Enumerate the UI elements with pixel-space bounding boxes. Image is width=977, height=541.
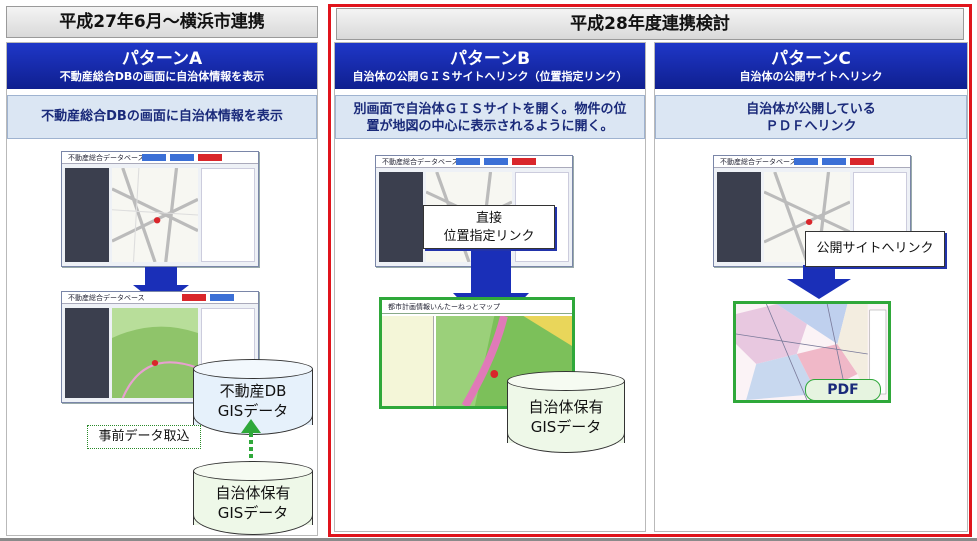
muni-gis-data-cylinder-b: 自治体保有 GISデータ bbox=[507, 371, 625, 453]
muni-gis-data-cylinder: 自治体保有 GISデータ bbox=[193, 461, 313, 535]
arrow-down-icon bbox=[133, 267, 189, 307]
db-cylinder-line1: 不動産DB bbox=[219, 382, 287, 400]
pattern-b-description: 別画面で自治体ＧＩＳサイトを開く。物件の位 置が地図の中心に表示されるように開く… bbox=[335, 95, 645, 139]
muni-cylinder-b-line2: GISデータ bbox=[530, 418, 602, 436]
bottom-rule bbox=[0, 538, 977, 541]
db-screen-c-title: 不動産総合データベース bbox=[720, 158, 797, 166]
public-site-arrow-icon bbox=[787, 265, 851, 299]
public-site-callout: 公開サイトへリンク bbox=[805, 231, 945, 267]
direct-link-callout-line2: 位置指定リンク bbox=[443, 229, 535, 244]
pattern-a-subtitle: 不動産総合DBの画面に自治体情報を表示 bbox=[59, 70, 265, 83]
muni-cylinder-b-line1: 自治体保有 bbox=[528, 398, 604, 416]
db-screen-b-title: 不動産総合データベース bbox=[382, 158, 459, 166]
pattern-b-description-line1: 別画面で自治体ＧＩＳサイトを開く。物件の位 bbox=[353, 102, 627, 117]
db-screen-title: 不動産総合データベース bbox=[68, 154, 145, 162]
muni-cylinder-line1: 自治体保有 bbox=[215, 484, 291, 502]
fy28-frame bbox=[328, 4, 972, 537]
pattern-c-subtitle: 自治体の公開サイトへリンク bbox=[739, 70, 883, 83]
db-screen-gis-title: 不動産総合データベース bbox=[68, 294, 145, 302]
pattern-b-header: パターンB 自治体の公開ＧＩＳサイトへリンク（位置指定リンク） bbox=[335, 43, 645, 89]
import-arrow-icon bbox=[241, 419, 261, 465]
pattern-a-title: パターンA bbox=[121, 49, 203, 69]
pattern-c-description: 自治体が公開している ＰＤＦへリンク bbox=[655, 95, 967, 139]
gis-site-title: 都市計画情報いんたーねっとマップ bbox=[388, 303, 500, 311]
left-banner: 平成27年6月～横浜市連携 bbox=[6, 6, 318, 38]
pattern-a-header: パターンA 不動産総合DBの画面に自治体情報を表示 bbox=[7, 43, 317, 89]
pattern-a-description: 不動産総合DBの画面に自治体情報を表示 bbox=[7, 95, 317, 139]
right-banner: 平成28年度連携検討 bbox=[336, 8, 964, 40]
muni-cylinder-line2: GISデータ bbox=[217, 504, 289, 522]
pattern-c-column: パターンC 自治体の公開サイトへリンク 自治体が公開している ＰＤＦへリンク 不… bbox=[654, 42, 968, 532]
pattern-c-description-line2: ＰＤＦへリンク bbox=[765, 119, 857, 134]
pattern-a-column: パターンA 不動産総合DBの画面に自治体情報を表示 不動産総合DBの画面に自治体… bbox=[6, 42, 318, 536]
pattern-c-title: パターンC bbox=[771, 49, 851, 69]
db-screen-gis-thumbnail: 不動産総合データベース bbox=[61, 291, 259, 403]
pattern-b-title: パターンB bbox=[449, 49, 531, 69]
pattern-c-description-line1: 自治体が公開している bbox=[746, 102, 876, 117]
direct-link-callout-line1: 直接 bbox=[475, 211, 502, 226]
pattern-b-description-line2: 置が地図の中心に表示されるように開く。 bbox=[366, 119, 614, 134]
db-screen-thumbnail: 不動産総合データベース bbox=[61, 151, 259, 267]
pattern-b-column: パターンB 自治体の公開ＧＩＳサイトへリンク（位置指定リンク） 別画面で自治体Ｇ… bbox=[334, 42, 646, 532]
db-cylinder-line2: GISデータ bbox=[217, 402, 289, 420]
direct-link-callout: 直接 位置指定リンク bbox=[423, 205, 555, 249]
pattern-c-header: パターンC 自治体の公開サイトへリンク bbox=[655, 43, 967, 89]
pattern-b-subtitle: 自治体の公開ＧＩＳサイトへリンク（位置指定リンク） bbox=[352, 70, 628, 83]
pdf-badge: PDF bbox=[805, 379, 881, 401]
pre-import-label: 事前データ取込 bbox=[87, 425, 201, 449]
